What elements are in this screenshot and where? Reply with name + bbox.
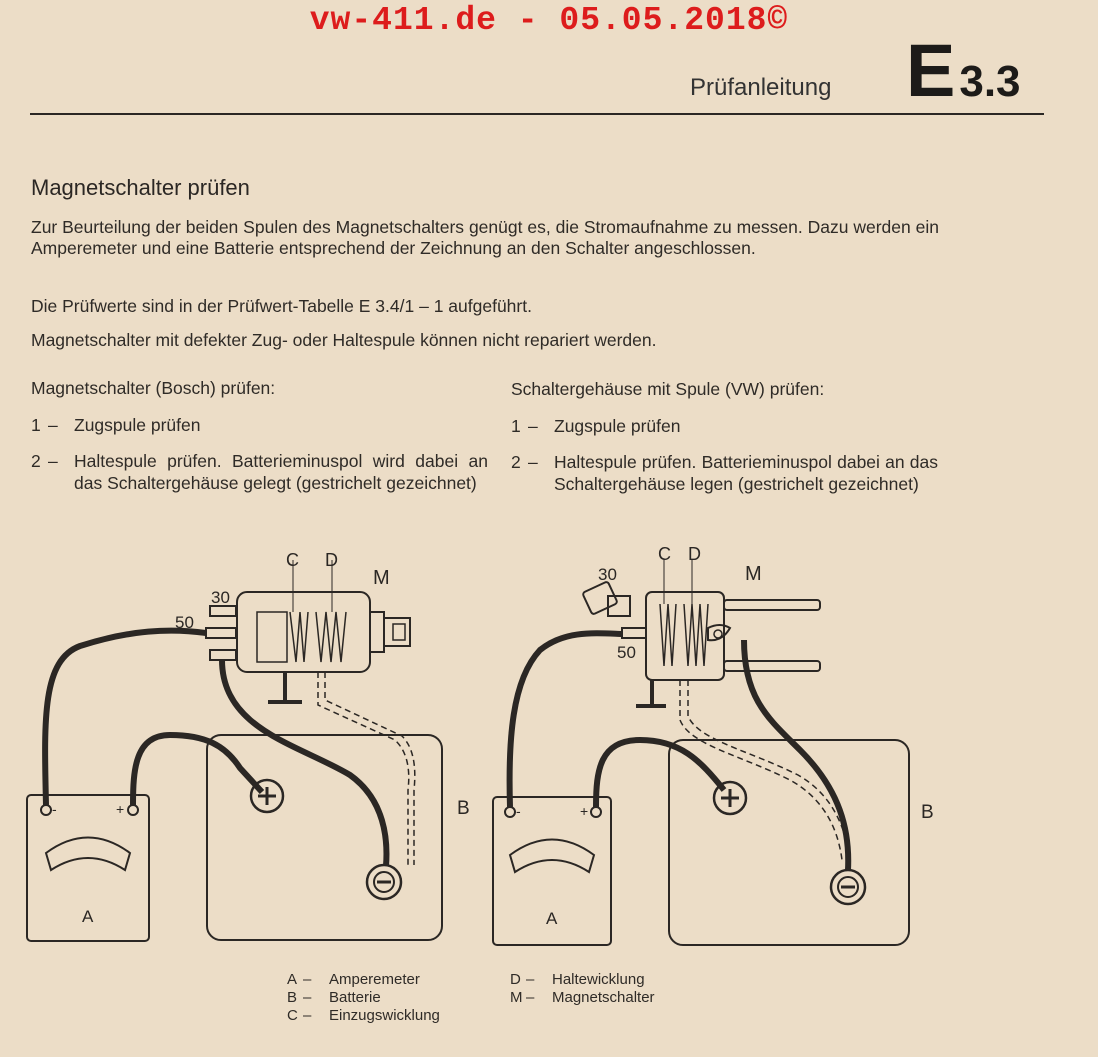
step-dash: – [528,416,538,436]
step-text: Haltespule prüfen. Batterieminuspol dabe… [554,452,938,494]
legend-dash: – [303,1007,312,1024]
label-a-left: A [82,907,94,926]
legend-item: M–Magnetschalter [510,989,655,1007]
ammeter-box [492,796,612,946]
ammeter-minus-terminal [40,804,52,816]
step-number: 1 [511,416,521,436]
legend-key: D [510,971,521,988]
label-d-right: D [688,544,701,564]
label-30-right: 30 [598,565,617,584]
legend-item: D–Haltewicklung [510,971,655,989]
legend-label: Haltewicklung [552,971,645,988]
intro-paragraph: Zur Beurteilung der beiden Spulen des Ma… [31,217,939,258]
legend-item: A–Amperemeter [287,971,440,989]
step-number: 2 [31,451,41,471]
label-plus-left: + [116,801,124,817]
label-50-left: 50 [175,613,194,632]
label-c-left: C [286,550,299,570]
legend-key: B [287,989,298,1006]
label-m-right: M [745,563,762,585]
hold-coil [315,611,347,663]
ammeter-minus-terminal [504,806,516,818]
repair-note-paragraph: Magnetschalter mit defekter Zug- oder Ha… [31,330,657,350]
section-label: Prüfanleitung [690,74,832,101]
bosch-heading: Magnetschalter (Bosch) prüfen: [31,378,276,398]
ammeter-plus-terminal [590,806,602,818]
legend-label: Amperemeter [329,971,420,988]
bosch-diagram [26,560,443,942]
header-rule [30,113,1044,115]
legend-item: C–Einzugswicklung [287,1007,440,1025]
wiring-diagrams: C D M 30 50 - + A B C D M 30 50 - + A B [26,544,934,946]
pull-in-coil [659,603,677,667]
legend-dash: – [303,989,312,1006]
label-a-right: A [546,909,558,928]
cable-ammeter-plus [130,731,265,806]
step-number: 1 [31,415,41,435]
label-plus-right: + [580,803,588,819]
dashed-ground-lead [317,672,410,865]
step-dash: – [528,452,538,472]
legend-label: Einzugswicklung [329,1007,440,1024]
legend-dash: – [303,971,312,988]
battery-plus-terminal [249,778,285,814]
step-dash: – [48,415,58,435]
section-code: E3.3 [906,28,1021,113]
legend-right: D–Haltewicklung M–Magnetschalter [510,971,655,1007]
label-30-left: 30 [211,588,230,607]
legend-left: A–Amperemeter B–Batterie C–Einzugswicklu… [287,971,440,1025]
step-text: Zugspule prüfen [74,415,201,435]
legend-key: M [510,989,523,1006]
legend-label: Batterie [329,989,381,1006]
ammeter-scale [44,836,132,872]
cable-ammeter-plus [593,736,727,808]
test-values-paragraph: Die Prüfwerte sind in der Prüfwert-Tabel… [31,296,532,316]
dashed-ground-lead [679,680,843,861]
switch-housing [645,591,725,681]
label-d-left: D [325,550,338,570]
legend-item: B–Batterie [287,989,440,1007]
section-number: 3.3 [959,57,1021,106]
cable-ammeter-minus [506,630,623,808]
step-text: Haltespule prüfen. Batterieminuspol wird… [74,451,488,493]
legend-key: A [287,971,298,988]
section-letter: E [906,29,956,112]
vw-heading: Schaltergehäuse mit Spule (VW) prüfen: [511,379,825,399]
step-text: Zugspule prüfen [554,416,681,436]
label-minus-left: - [52,801,57,817]
label-minus-right: - [516,803,521,819]
cable-battery-minus [219,659,390,867]
battery-plus-terminal [712,780,748,816]
step-number: 2 [511,452,521,472]
legend-dash: – [526,989,535,1006]
label-b-left: B [457,798,470,819]
page-title: Magnetschalter prüfen [31,175,250,200]
battery-box [206,734,443,941]
watermark: vw-411.de - 05.05.2018© [309,2,789,39]
vw-diagram [492,560,910,946]
cable-ammeter-minus [42,627,207,806]
label-c-right: C [658,544,671,564]
cable-battery-minus [741,639,852,871]
hold-coil [683,603,709,667]
label-m-left: M [373,567,390,589]
ammeter-plus-terminal [127,804,139,816]
legend-key: C [287,1007,298,1024]
ammeter-box [26,794,150,942]
step-dash: – [48,451,58,471]
pull-in-coil [289,611,309,663]
ammeter-scale [508,838,596,874]
label-50-right: 50 [617,643,636,662]
legend-dash: – [526,971,535,988]
legend-label: Magnetschalter [552,989,655,1006]
label-b-right: B [921,802,934,823]
